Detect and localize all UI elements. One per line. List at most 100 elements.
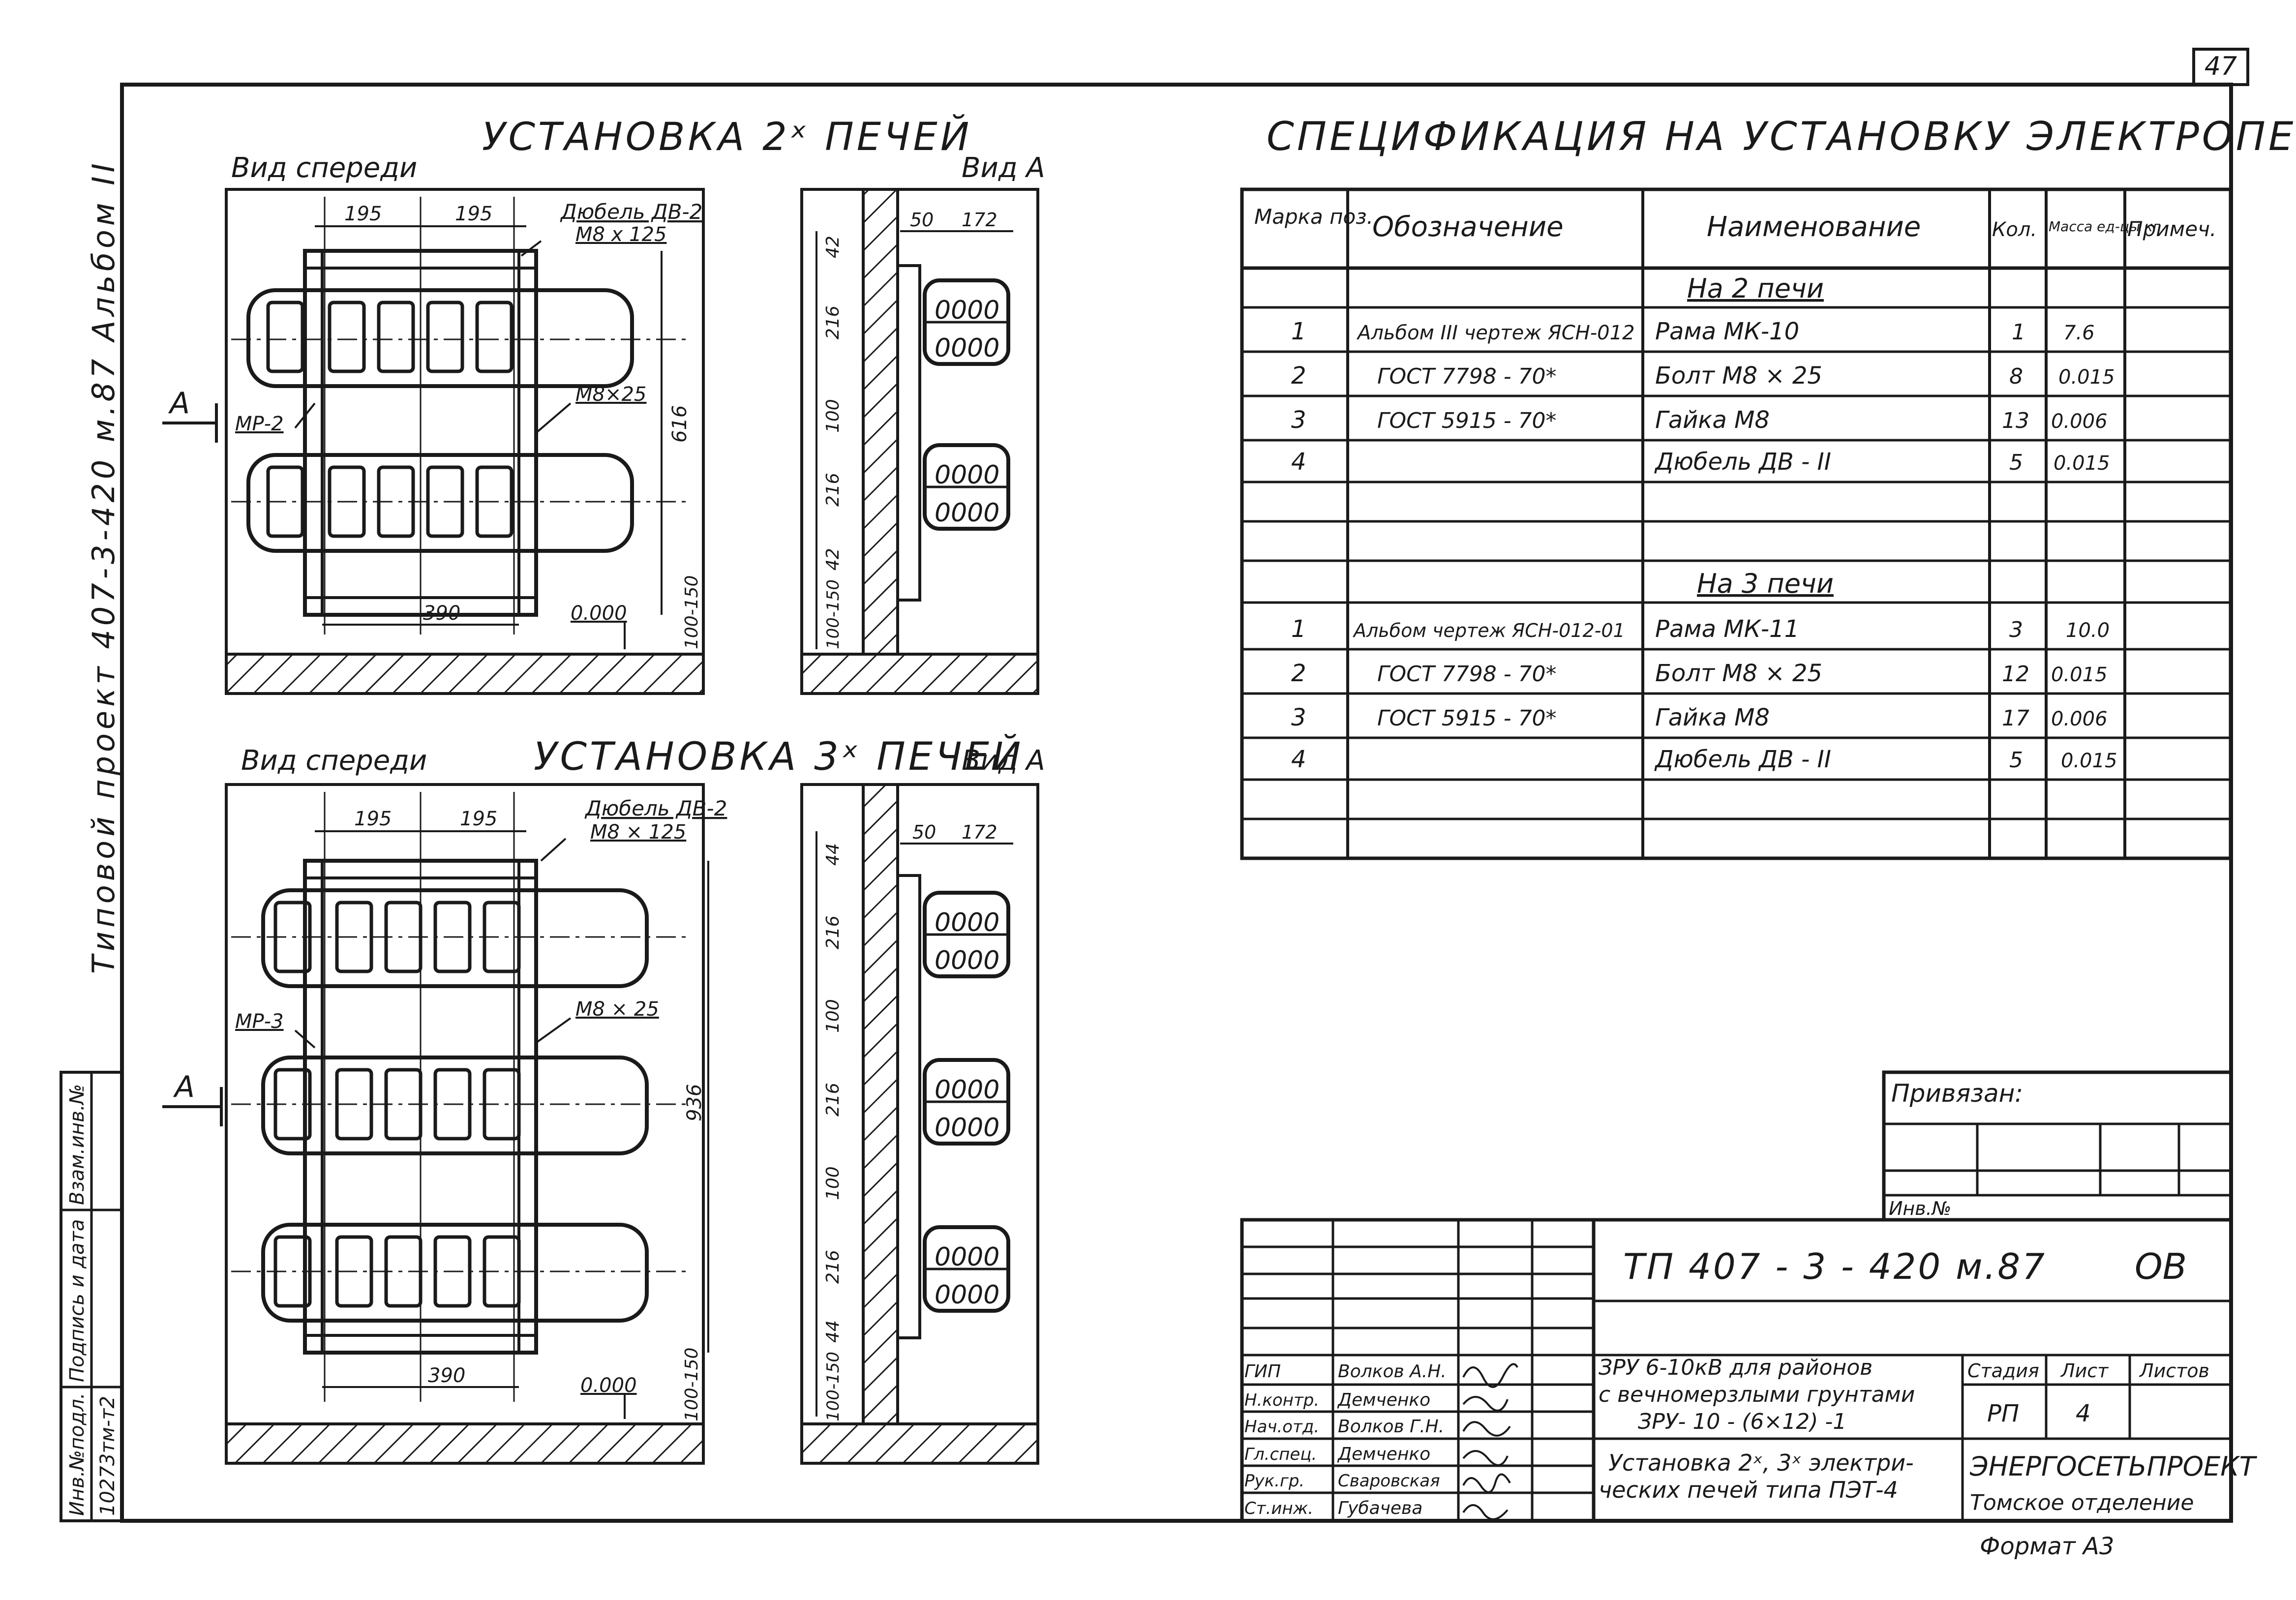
view3-side-label: Вид А — [962, 745, 1045, 777]
spec-section-2: На 3 печи — [1697, 568, 1834, 599]
view2-front-frame — [225, 188, 705, 656]
spec-header-mark: Марка поз. — [1254, 205, 1373, 229]
object-line-1: ЗРУ 6-10кВ для районов — [1599, 1355, 1873, 1380]
view3-heater-2 — [261, 1056, 649, 1155]
spec-s2-r2-mass: 0.015 — [2051, 664, 2108, 686]
spec-r2-qty: 8 — [2009, 364, 2023, 389]
spec-r3-pos: 3 — [1291, 406, 1306, 434]
view3-mark: МР-3 — [235, 1010, 284, 1033]
view3-arrow-a: А — [173, 1070, 195, 1104]
spec-r2-mass: 0.015 — [2058, 366, 2115, 389]
view3-grille-3: 0000 — [935, 1075, 999, 1105]
view2-side-dim-100-150: 100-150 — [823, 579, 843, 649]
side-stamp: Взам.инв.№ Подпись и дата Инв.№подл. 102… — [60, 1071, 123, 1522]
view3-side-dim-216c: 216 — [823, 1250, 843, 1284]
name-stinzh: Губачева — [1338, 1498, 1422, 1518]
view2-dim-100-150: 100-150 — [682, 575, 702, 649]
role-nkontr: Н.контр. — [1244, 1390, 1319, 1410]
view3-side-dim-44a: 44 — [823, 843, 843, 866]
spec-s2-r4-pos: 4 — [1291, 746, 1306, 773]
view3-grille-1: 0000 — [935, 908, 999, 937]
spec-s2-r3-mass: 0.006 — [2051, 708, 2108, 730]
installation-2-view: УСТАНОВКА 2ˣ ПЕЧЕЙ Вид спереди Вид А 195 — [162, 114, 1045, 695]
view2-side-dim-216b: 216 — [823, 473, 843, 507]
spec-header-mass: Масса ед-цы кг — [2049, 218, 2160, 235]
spec-r1-designation: Альбом III чертеж ЯСН-012 — [1356, 322, 1635, 344]
view3-bolt: М8 × 25 — [575, 998, 659, 1021]
view3-wall — [862, 783, 899, 1425]
privyazan-label: Привязан: — [1891, 1079, 2023, 1108]
view3-side-floor — [800, 1422, 1039, 1465]
spec-r3-designation: ГОСТ 5915 - 70* — [1377, 408, 1557, 433]
view3-dim-195b: 195 — [460, 808, 497, 830]
view2-title: УСТАНОВКА 2ˣ ПЕЧЕЙ — [482, 114, 972, 159]
spec-r2-pos: 2 — [1291, 362, 1306, 390]
spec-r1-mass: 7.6 — [2063, 322, 2095, 344]
spec-header-designation: Обозначение — [1372, 211, 1564, 243]
view3-dim-390: 390 — [428, 1364, 465, 1387]
view3-dim-195a: 195 — [354, 808, 392, 830]
view2-level: 0.000 — [571, 602, 627, 625]
view2-floor — [225, 653, 705, 695]
role-gip: ГИП — [1244, 1361, 1281, 1382]
swap-label: Взам.инв.№ — [66, 1084, 89, 1205]
spec-s2-r4-name: Дюбель ДВ - II — [1654, 746, 1831, 773]
view3-side-dim-216b: 216 — [823, 1083, 843, 1117]
spec-r4-pos: 4 — [1291, 448, 1306, 476]
view2-dowel-size: М8 х 125 — [575, 223, 666, 246]
spec-r2-designation: ГОСТ 7798 - 70* — [1377, 364, 1557, 389]
view2-front-label: Вид спереди — [231, 152, 417, 184]
stage-value: РП — [1987, 1400, 2019, 1427]
view3-title: УСТАНОВКА 3ˣ ПЕЧЕЙ — [534, 733, 1024, 779]
spec-s2-r1-designation: Альбом чертеж ЯСН-012-01 — [1352, 620, 1625, 641]
view3-grille-4: 0000 — [935, 1113, 999, 1143]
view2-side-dim-42b: 42 — [823, 548, 843, 571]
spec-r1-pos: 1 — [1291, 318, 1306, 345]
inv-label: Инв.№подл. — [66, 1392, 89, 1516]
view3-side-dim-50: 50 — [912, 821, 936, 843]
view3-side-dim-172: 172 — [962, 821, 997, 843]
view2-dim-195a: 195 — [344, 203, 382, 225]
spec-s2-r2-qty: 12 — [2002, 662, 2029, 687]
title-block: Привязан: Инв.№ — [1240, 1070, 2258, 1560]
view3-side-dim-44b: 44 — [823, 1320, 843, 1343]
spec-s2-r1-qty: 3 — [2009, 617, 2023, 642]
view3-dowel-size: М8 × 125 — [590, 821, 686, 844]
spec-header-note: Примеч. — [2127, 217, 2216, 241]
view3-dim-100-150: 100-150 — [682, 1348, 702, 1421]
spec-r4-mass: 0.015 — [2054, 452, 2110, 475]
format-label: Формат А3 — [1980, 1533, 2114, 1560]
spec-header-name: Наименование — [1707, 211, 1921, 243]
project-title: Типовой проект 407-3-420 м.87 Альбом II — [86, 159, 121, 974]
view3-front-label: Вид спереди — [241, 745, 427, 777]
view2-heater-1 — [246, 288, 634, 388]
spec-s2-r1-name: Рама МК-11 — [1655, 615, 1799, 643]
spec-r1-qty: 1 — [2012, 320, 2025, 345]
view2-arrow-a: А — [168, 386, 190, 421]
name-nkontr: Демченко — [1337, 1390, 1430, 1410]
role-glspec: Гл.спец. — [1244, 1445, 1317, 1464]
spec-s2-r2-pos: 2 — [1291, 660, 1306, 687]
view3-side-dim-216a: 216 — [823, 915, 843, 949]
sheet-label: Лист — [2060, 1360, 2109, 1382]
view3-level: 0.000 — [580, 1374, 637, 1397]
view2-grille-2: 0000 — [935, 333, 999, 363]
role-rukgr: Рук.гр. — [1244, 1471, 1304, 1491]
spec-r3-qty: 13 — [2002, 408, 2029, 433]
sheet-number: 47 — [2205, 52, 2237, 81]
view3-grille-2: 0000 — [935, 946, 999, 975]
spec-section-1: На 2 печи — [1687, 273, 1824, 304]
spec-s2-r3-name: Гайка М8 — [1655, 704, 1770, 731]
spec-s2-r3-designation: ГОСТ 5915 - 70* — [1377, 706, 1557, 731]
view2-side-dim-50: 50 — [910, 209, 934, 231]
view3-heater-3 — [261, 1223, 649, 1323]
specification-table: СПЕЦИФИКАЦИЯ НА УСТАНОВКУ ЭЛЕКТРОПЕЧЕЙ — [1240, 113, 2296, 860]
sheet-value: 4 — [2076, 1400, 2091, 1427]
view3-grille-5: 0000 — [935, 1242, 999, 1272]
spec-r1-name: Рама МК-10 — [1655, 318, 1799, 345]
tp-code: ТП 407 - 3 - 420 м.87 — [1623, 1246, 2047, 1287]
spec-s2-r3-qty: 17 — [2002, 706, 2029, 731]
view2-side-dim-216a: 216 — [823, 305, 843, 339]
spec-r3-name: Гайка М8 — [1655, 406, 1770, 434]
